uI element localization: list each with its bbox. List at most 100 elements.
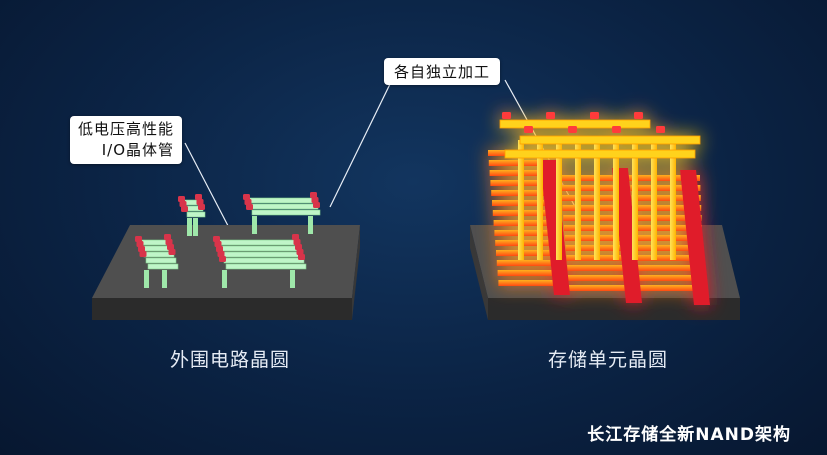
vertical-channel-pillar xyxy=(518,140,524,260)
transistor-gate-line xyxy=(186,211,206,218)
transistor-contact-cap xyxy=(165,239,173,245)
transistor-contact-cap xyxy=(198,204,205,210)
callout-independent-processing: 各自独立加工 xyxy=(384,58,501,85)
word-line-layer xyxy=(492,210,561,216)
word-line-layer xyxy=(637,265,704,271)
transistor-contact-cap xyxy=(313,202,320,208)
transistor-contact-cap xyxy=(219,256,226,262)
transistor-leg xyxy=(308,216,313,234)
periphery-substrate-front xyxy=(92,298,352,320)
transistor-contact-cap xyxy=(167,244,174,250)
transistor-leg xyxy=(222,270,227,288)
transistor-contact-cap xyxy=(139,251,147,257)
transistor-contact-cap xyxy=(311,197,319,203)
word-line-layer xyxy=(632,205,702,211)
transistor-contact-cap xyxy=(164,234,171,240)
transistor-gate-line xyxy=(251,209,321,216)
top-contact-cap xyxy=(502,112,511,119)
transistor-contact-cap xyxy=(244,199,252,205)
vertical-channel-pillar xyxy=(651,140,657,260)
cell-wafer-label: 存储单元晶圆 xyxy=(547,349,668,371)
io-transistor-array xyxy=(135,192,321,288)
top-contact-cap xyxy=(590,112,599,119)
transistor-contact-cap xyxy=(243,194,250,200)
vertical-channel-pillar xyxy=(632,140,638,260)
word-line-layer xyxy=(630,175,700,181)
top-contact-cap xyxy=(656,126,665,133)
word-line-layer xyxy=(631,195,701,201)
word-line-layer xyxy=(630,185,701,191)
transistor-contact-cap xyxy=(310,192,317,198)
transistor-gate-line xyxy=(249,203,319,210)
transistor-contact-cap xyxy=(138,246,145,252)
transistor-contact-cap xyxy=(195,194,202,200)
cell-wafer xyxy=(470,112,740,320)
transistor-contact-cap xyxy=(168,249,176,255)
vertical-channel-pillar xyxy=(575,140,581,260)
bit-line-rail xyxy=(519,135,701,145)
transistor-contact-cap xyxy=(178,196,185,202)
top-contact-cap xyxy=(612,126,621,133)
transistor-contact-cap xyxy=(293,239,301,245)
transistor-contact-cap xyxy=(181,206,188,212)
word-line-layer xyxy=(494,230,562,236)
vertical-channel-pillar xyxy=(556,140,562,260)
transistor-contact-cap xyxy=(179,201,187,207)
transistor-block xyxy=(243,192,321,234)
periphery-wafer-label: 外围电路晶圆 xyxy=(169,349,290,371)
callout-io-transistor: 低电压高性能 I/O晶体管 xyxy=(70,116,183,164)
transistor-leg xyxy=(193,218,198,236)
word-line-layer xyxy=(497,270,563,276)
transistor-contact-cap xyxy=(298,254,305,260)
transistor-contact-cap xyxy=(213,236,220,242)
word-line-layer xyxy=(634,225,702,231)
transistor-gate-line xyxy=(247,197,317,204)
transistor-leg xyxy=(162,270,167,288)
transistor-contact-cap xyxy=(136,241,144,247)
brand-caption: 长江存储全新NAND架构 xyxy=(587,425,791,445)
top-contact-cap xyxy=(546,112,555,119)
slit-channel xyxy=(680,170,710,305)
word-line-layer xyxy=(493,220,561,226)
slit-channel xyxy=(612,168,642,303)
transistor-leg xyxy=(144,270,149,288)
word-line-layer xyxy=(638,275,704,281)
word-line-layer xyxy=(633,215,702,221)
cell-substrate-side xyxy=(470,225,488,320)
word-line-layer xyxy=(491,190,560,196)
word-line-layer xyxy=(495,240,562,246)
transistor-leg xyxy=(187,218,192,236)
word-line-layer xyxy=(489,170,559,176)
top-contact-cap xyxy=(634,112,643,119)
transistor-gate-line xyxy=(221,251,303,258)
transistor-leg xyxy=(290,270,295,288)
word-line-layer xyxy=(638,285,705,291)
transistor-contact-cap xyxy=(214,241,222,247)
word-line-layer xyxy=(498,280,564,286)
top-contact-cap xyxy=(568,126,577,133)
transistor-block xyxy=(178,194,206,236)
word-line-layer xyxy=(568,285,635,291)
transistor-gate-line xyxy=(225,263,307,270)
periphery-substrate-side xyxy=(352,225,360,320)
cell-substrate-front xyxy=(488,298,740,320)
word-line-layer xyxy=(635,245,703,251)
word-line-layer xyxy=(568,275,634,281)
periphery-wafer xyxy=(92,192,360,320)
transistor-contact-cap xyxy=(292,234,299,240)
transistor-gate-line xyxy=(145,257,177,264)
memory-cell-stack xyxy=(488,112,710,305)
transistor-contact-cap xyxy=(135,236,142,242)
transistor-contact-cap xyxy=(246,204,253,210)
transistor-block xyxy=(135,234,179,288)
word-line-layer xyxy=(496,260,563,266)
vertical-channel-pillar xyxy=(670,140,676,260)
word-line-layer xyxy=(636,255,704,261)
slit-channel xyxy=(540,160,570,295)
word-line-layer xyxy=(634,235,703,241)
word-line-layer xyxy=(490,180,560,186)
transistor-contact-cap xyxy=(216,246,223,252)
transistor-block xyxy=(213,234,307,288)
word-line-layer xyxy=(492,200,560,206)
